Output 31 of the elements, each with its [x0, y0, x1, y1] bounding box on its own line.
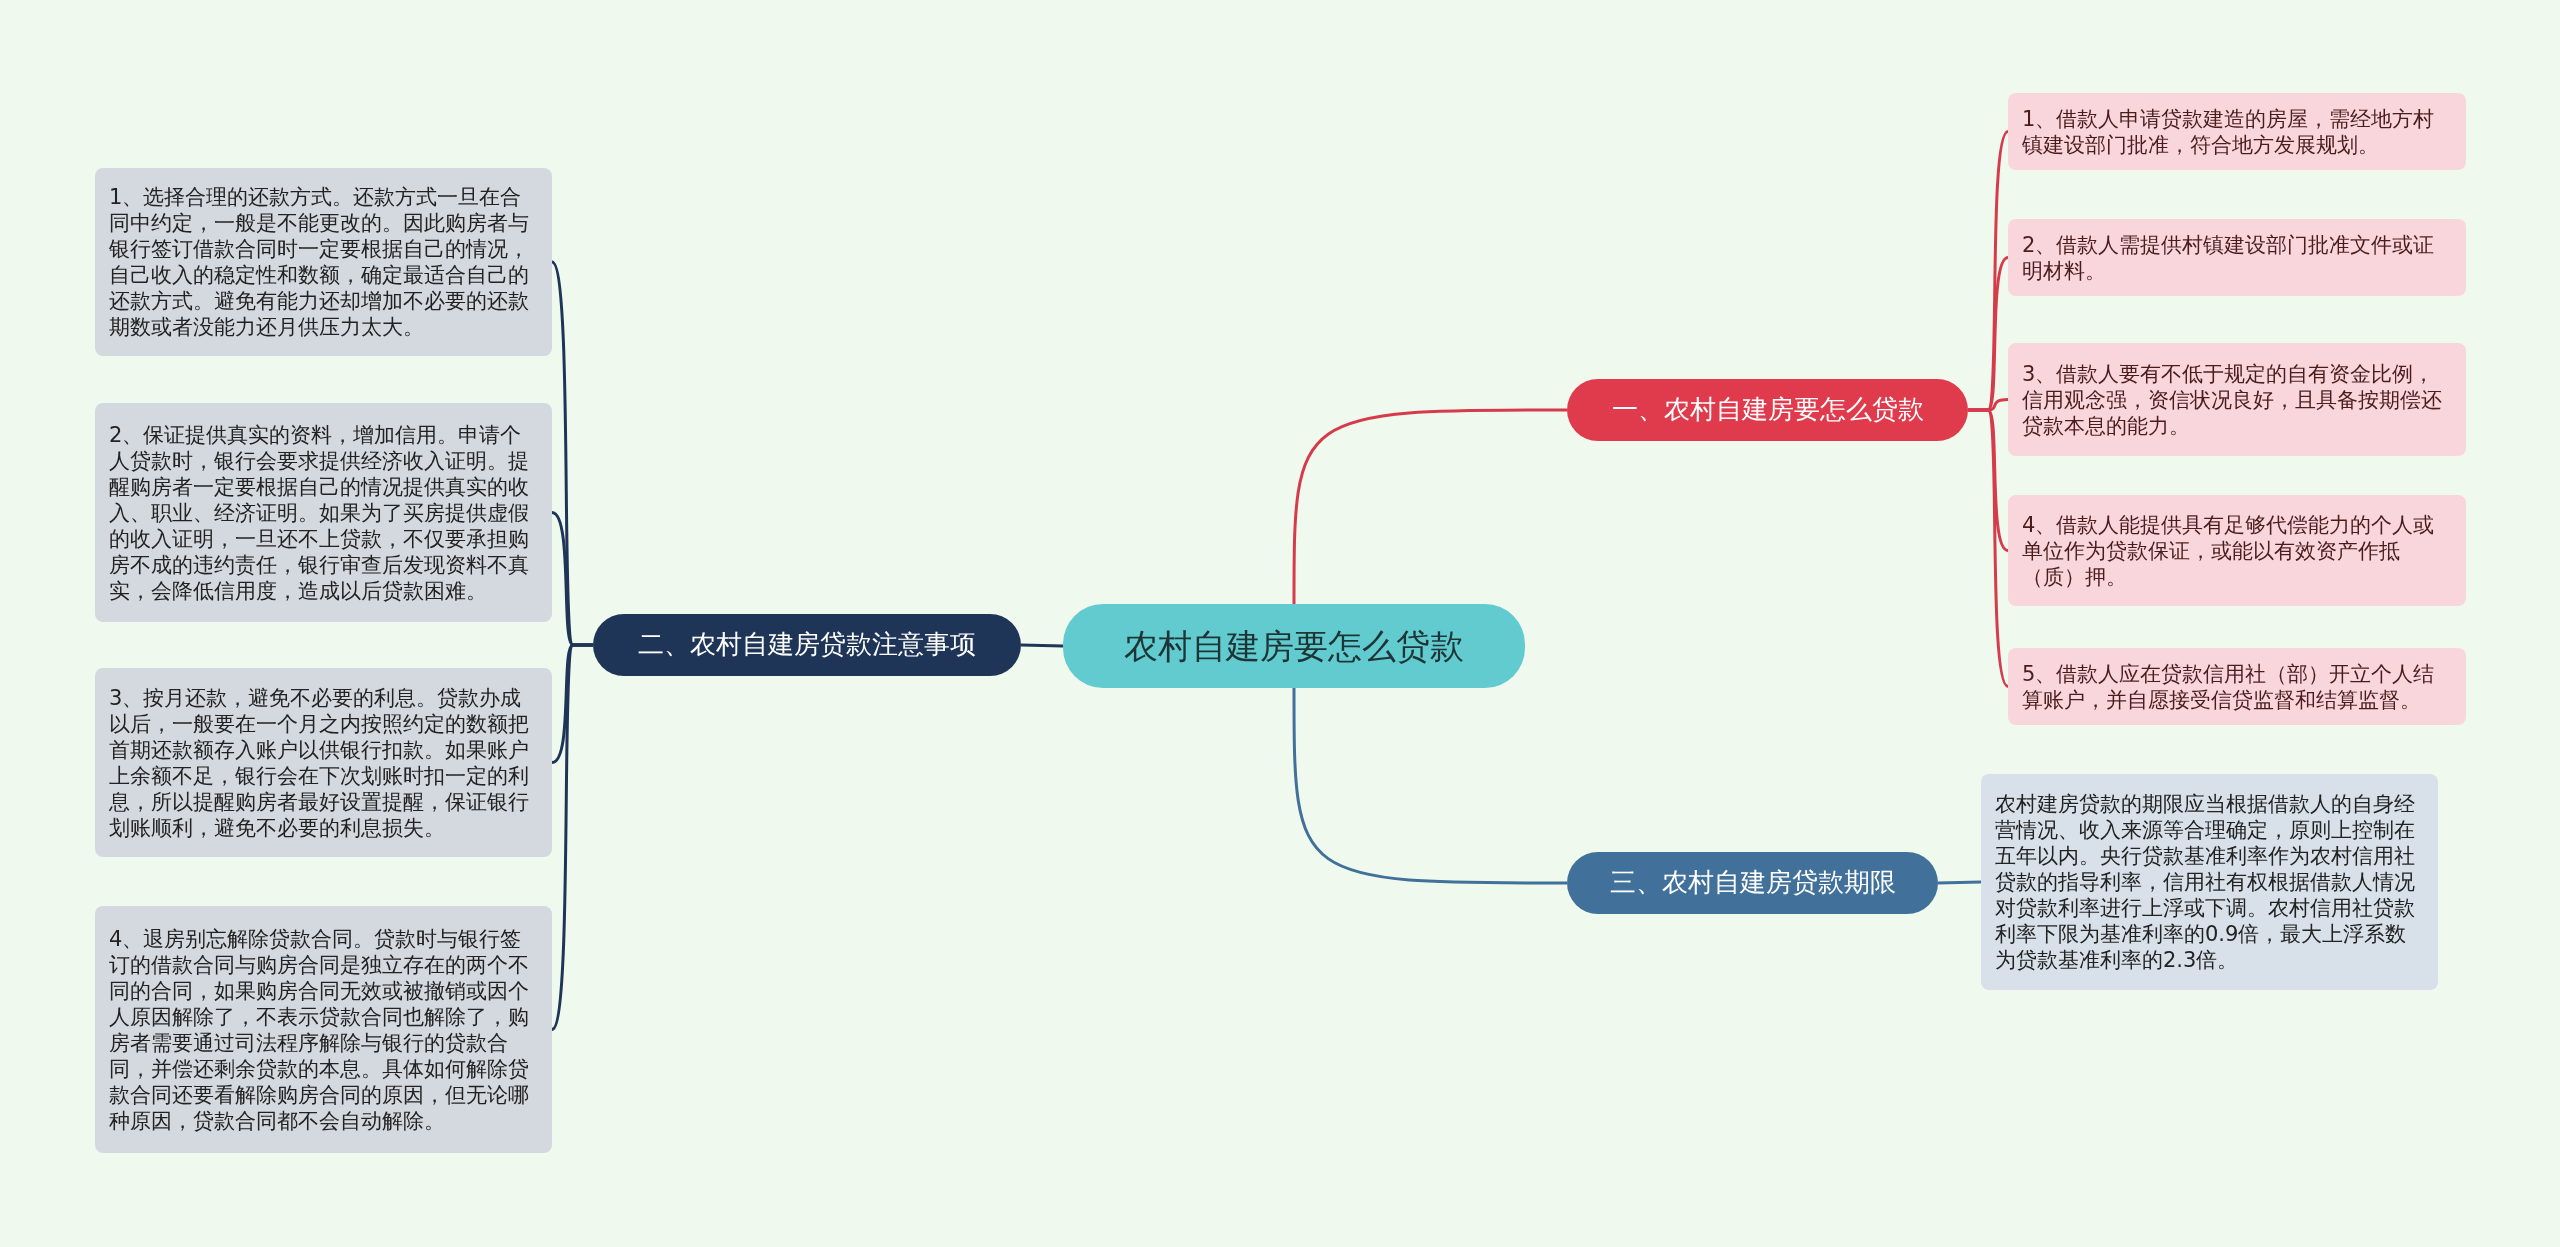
topic-text: 三、农村自建房贷款期限: [1609, 867, 1896, 899]
branch-topic: [593, 614, 1021, 676]
topic-text: 5、借款人应在贷款信用社（部）开立个人结算账户，并自愿接受信贷监督和结算监督。: [2022, 660, 2436, 713]
topic-text: 2、保证提供真实的资料，增加信用。申请个人贷款时，银行会要求提供经济收入证明。提醒购房者一定要根据自己的情况提供真实的收入、职业、经济证明。如果为了买房提供虚假的收入证明，一旦还不上贷款，不仅要承担购房不成的违约责任，银行审查后发现资料不真实，会降低信用度，造成以后贷款困难。: [109, 421, 530, 604]
connector-line: [1968, 408, 2010, 688]
note-card: [95, 403, 552, 622]
topic-text: 2、借款人需提供村镇建设部门批准文件或证明材料。: [2022, 231, 2436, 284]
note-card: [2008, 648, 2466, 725]
note-card: [1981, 774, 2438, 990]
topic-text: 1、选择合理的还款方式。还款方式一旦在合同中约定，一般是不能更改的。因此购房者与银行签订借款合同时一定要根据自己的情况，自己收入的稳定性和数额，确定最适合自己的还款方式。避免有能力还却增加不必要的还款期数或者没能力还月供压力太大。: [109, 184, 530, 340]
topic-text: 3、借款人要有不低于规定的自有资金比例，信用观念强，资信状况良好，且具备按期偿还贷款本息的能力。: [2022, 360, 2443, 439]
topic-text: 一、农村自建房要怎么贷款: [1611, 394, 1924, 426]
topic-text: 4、借款人能提供具有足够代偿能力的个人或单位作为贷款保证，或能以有效资产作抵（质）押。: [2022, 511, 2436, 590]
topic-text: 4、退房别忘解除贷款合同。贷款时与银行签订的借款合同与购房合同是独立存在的两个不同的合同，如果购房合同无效或被撤销或因个人原因解除了，不表示贷款合同也解除了，购房者需要通过司法程序解除与银行的贷款合同，并偿还剩余贷款的本息。具体如何解除贷款合同还要看解除购房合同的原因，但无论哪种原因，贷款合同都不会自动解除。: [109, 925, 530, 1134]
note-card: [2008, 219, 2466, 296]
topic-text: 农村建房贷款的期限应当根据借款人的自身经营情况、收入来源等合理确定，原则上控制在五年以内。央行贷款基准利率作为农村信用社贷款的指导利率，信用社有权根据借款人情况对贷款利率进行上浮或下调。农村信用社贷款利率下限为基准利率的0.9倍，最大上浮系数为贷款基准利率的2.3倍。: [1995, 791, 2416, 973]
topic-text: 二、农村自建房贷款注意事项: [638, 629, 976, 661]
note-card: [2008, 343, 2466, 456]
note-card: [95, 168, 552, 356]
connector-line: [1292, 688, 1567, 885]
connector-line: [1020, 643, 1064, 648]
connector-line: [1292, 408, 1567, 604]
note-card: [95, 906, 552, 1153]
connector-line: [1937, 880, 1982, 885]
note-card: [2008, 495, 2466, 606]
topic-text: 农村自建房要怎么贷款: [1124, 625, 1464, 667]
note-card: [2008, 93, 2466, 170]
note-card: [95, 668, 552, 857]
connector-line: [550, 643, 593, 1031]
topic-text: 3、按月还款，避免不必要的利息。贷款办成以后，一般要在一个月之内按照约定的数额把首期还款额存入账户以供银行扣款。如果账户上余额不足，银行会在下次划账时扣一定的利息，所以提醒购房者最好设置提醒，保证银行划账顺利，避免不必要的利息损失。: [109, 684, 530, 841]
topic-text: 1、借款人申请贷款建造的房屋，需经地方村镇建设部门批准，符合地方发展规划。: [2022, 105, 2436, 158]
